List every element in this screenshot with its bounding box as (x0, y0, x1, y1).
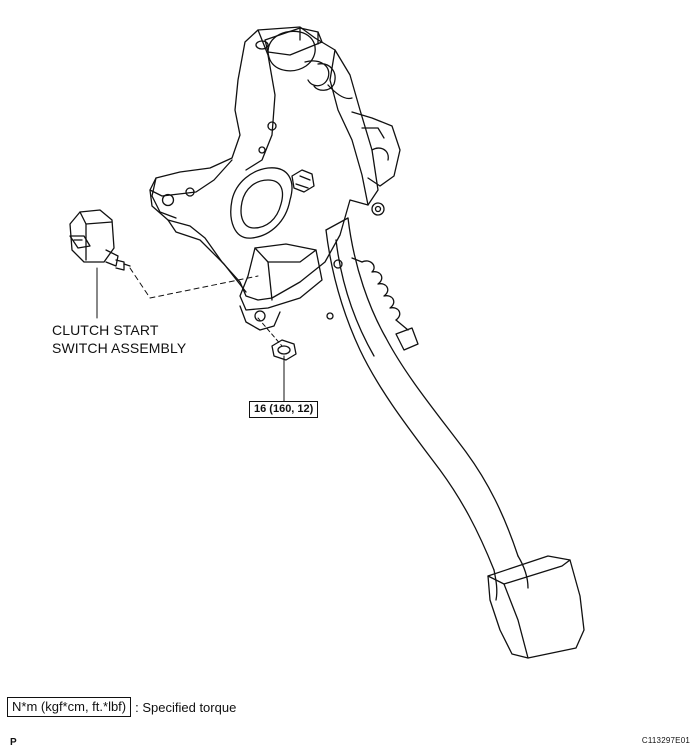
switch-label-line2: SWITCH ASSEMBLY (52, 340, 187, 356)
pedal-pad (487, 555, 585, 659)
legend: N*m (kgf*cm, ft.*lbf) : Specified torque (7, 697, 236, 717)
legend-unit-box: N*m (kgf*cm, ft.*lbf) (7, 697, 132, 717)
clutch-start-switch (69, 209, 131, 271)
figure-code: C113297E01 (641, 736, 690, 745)
corner-marker: P (10, 737, 17, 748)
switch-label-line1: CLUTCH START (52, 322, 159, 338)
pedal-arm (325, 217, 529, 601)
legend-description: : Specified torque (135, 699, 237, 715)
pedal-bracket (149, 26, 401, 331)
torque-callout: 16 (160, 12) (249, 401, 319, 418)
leader-lines (96, 267, 285, 403)
lock-nut (271, 339, 297, 361)
